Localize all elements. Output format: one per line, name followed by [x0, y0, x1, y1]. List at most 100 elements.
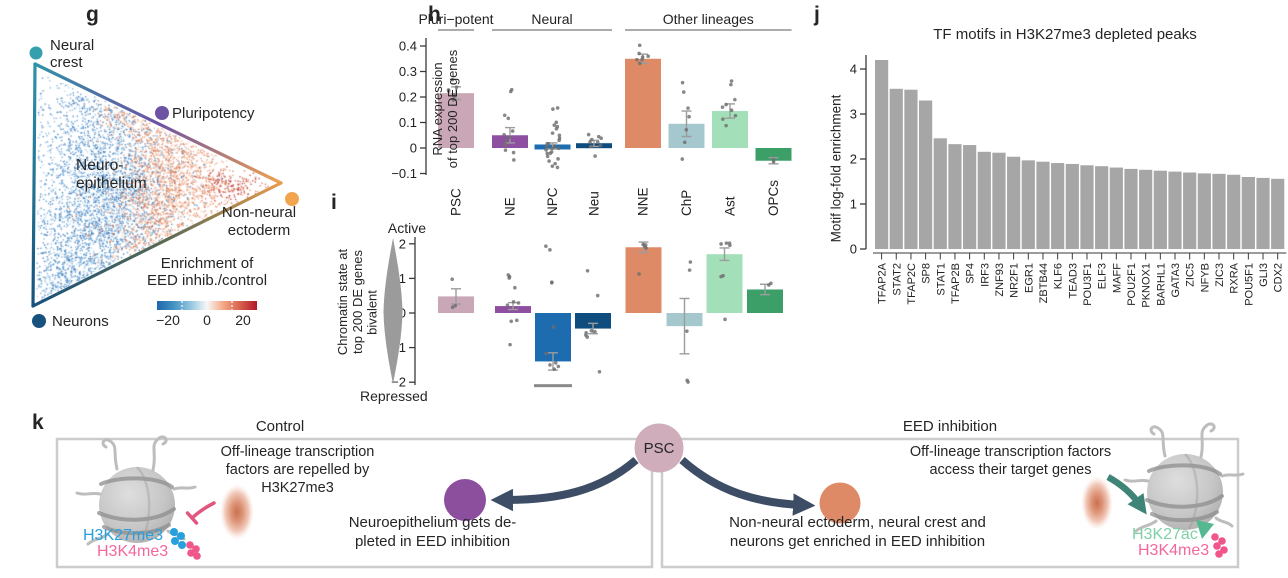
nucleosome-control-histone-tail: [86, 532, 110, 546]
h-category-label: Neu: [587, 191, 602, 216]
nucleosome-eed-histone-tail: [1134, 519, 1158, 533]
j-bar-BARHL1: [1153, 170, 1167, 249]
j-category-label: IRF3: [979, 263, 991, 287]
i-active-label: Active: [387, 220, 426, 236]
eed-description-line1: Off-lineage transcription factors: [909, 444, 1112, 460]
j-category-label: CDX2: [1273, 263, 1285, 292]
i-bar-Ast: [706, 254, 743, 313]
nucleosome-control-body: [99, 467, 175, 543]
h-data-point: [545, 144, 549, 149]
neural-crest-label: Neural crest: [50, 37, 94, 71]
h-y-tick-label: 0.1: [399, 115, 417, 130]
control-description-line3: H3K27me3: [261, 480, 334, 496]
non-neural-ectoderm-dot: [285, 192, 299, 206]
j-category-label: EGR1: [1023, 263, 1035, 293]
j-y-tick-label: 3: [850, 107, 857, 122]
nucleosome-control-histone-tail: [101, 438, 119, 471]
nucleosome-eed-histone-tail: [1214, 516, 1234, 528]
j-category-label: RXRA: [1229, 262, 1241, 293]
h-data-point: [635, 57, 639, 62]
nucleosome-eed-histone-tail: [1220, 472, 1245, 478]
h-category-label: NE: [503, 197, 518, 216]
i-data-point: [453, 303, 458, 308]
i-bar-Neu: [575, 313, 611, 329]
h-data-point: [646, 54, 650, 59]
j-y-tick-label: 1: [850, 197, 857, 212]
h-group-label: Pluri−potent: [418, 11, 493, 27]
h3k27me3-mark-blob: [171, 537, 179, 545]
i-data-point: [589, 328, 594, 333]
pluripotency-label: Pluripotency: [172, 105, 255, 122]
h-data-point: [680, 157, 685, 161]
control-caption-line1: Neuroepithelium gets de-: [348, 514, 517, 531]
h-bar-NNE: [625, 58, 661, 148]
j-category-label: NFYB: [1199, 263, 1211, 292]
j-bar-RXRA: [1227, 174, 1241, 249]
j-bar-IRF3: [977, 151, 991, 249]
colorbar-tick-mid: 0: [203, 312, 211, 328]
h-data-point: [588, 140, 592, 144]
bivalent-lens: [383, 238, 403, 384]
j-category-label: ZIC3: [1214, 263, 1226, 287]
i-data-point: [516, 301, 521, 305]
panel-k-label: k: [32, 411, 44, 434]
j-bar-CDX2: [1271, 178, 1285, 249]
eed-caption: Non-neural ectoderm, neural crest and ne…: [705, 514, 1010, 551]
neuroepithelium-circle: [444, 479, 486, 521]
h-data-point: [637, 43, 642, 48]
h-data-point: [550, 131, 555, 135]
i-y-tick-label: −2: [391, 375, 406, 390]
h-category-label: PSC: [449, 188, 464, 216]
h-data-point: [586, 132, 591, 137]
j-bar-ZNF93: [992, 152, 1006, 249]
i-data-point: [686, 380, 690, 384]
i-data-point: [595, 293, 600, 298]
nucleosome-control-dna-band: [99, 476, 174, 489]
neurons-label: Neurons: [52, 313, 109, 330]
nucleosome-control-histone-tail: [151, 435, 168, 472]
j-bar-STAT1: [933, 138, 947, 249]
j-bar-NFYB: [1197, 173, 1211, 249]
psc-circle-label: PSC: [643, 440, 675, 457]
nucleosome-eed-histone-tail: [1199, 422, 1216, 459]
i-data-point: [548, 248, 552, 252]
j-category-label: GATA3: [1170, 263, 1182, 297]
h-data-point: [544, 148, 548, 152]
h-data-point: [556, 157, 560, 161]
neuroepithelium-line1: Neuro-: [76, 157, 124, 174]
nucleosome-eed-dna-band: [1184, 453, 1199, 530]
h-data-point: [640, 57, 644, 62]
neural-crest-line1: Neural: [50, 37, 95, 54]
neural-crest-line2: crest: [50, 54, 83, 71]
i-data-point: [585, 268, 590, 273]
h-data-point: [637, 51, 641, 56]
h-data-point: [590, 137, 594, 142]
j-bar-POU2F1: [1124, 168, 1138, 249]
h-data-point: [684, 127, 689, 132]
j-category-label: MAFF: [1111, 263, 1123, 293]
eed-caption-line2: neurons get enriched in EED inhibition: [729, 532, 986, 550]
h3k27me3-mark-blob: [178, 541, 186, 549]
i-data-point: [513, 285, 517, 290]
control-caption-line2: pleted in EED inhibition: [354, 532, 511, 550]
i-data-point: [544, 244, 548, 248]
i-data-point: [685, 329, 689, 333]
h-data-point: [733, 113, 738, 118]
h-data-point: [503, 148, 508, 152]
j-bar-KLF6: [1051, 163, 1065, 249]
j-category-label: PKNOX1: [1141, 263, 1153, 308]
h-data-point: [502, 113, 507, 118]
h3k27me3-mark-blob: [177, 532, 185, 540]
h-data-point: [546, 141, 551, 146]
h-data-point: [553, 144, 557, 148]
nucleosome-control-histone-tail: [75, 491, 102, 496]
h-category-label: Ast: [723, 196, 738, 216]
nucleosome-control: [75, 435, 197, 546]
h-data-point: [451, 98, 456, 102]
h-y-axis-label-line2: of top 200 DE genes: [445, 49, 460, 169]
control-title: Control: [255, 418, 305, 435]
colorbar-tick-max: 20: [235, 312, 251, 328]
j-category-label: STAT2: [891, 263, 903, 296]
nucleosome-eed-histone-tail: [1123, 478, 1150, 483]
